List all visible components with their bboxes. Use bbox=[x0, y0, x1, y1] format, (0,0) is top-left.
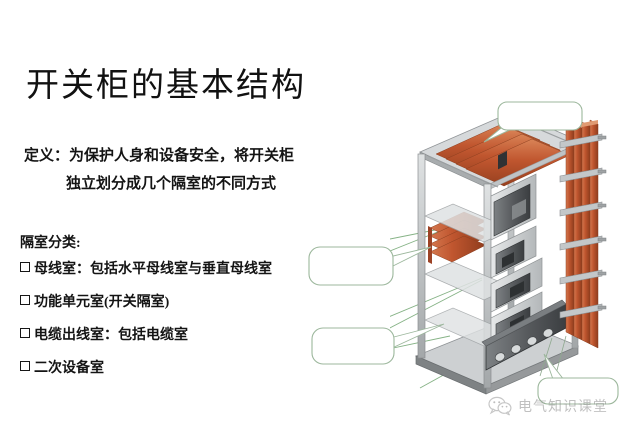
square-bullet-icon bbox=[20, 262, 30, 272]
watermark-text: 电气知识课堂 bbox=[518, 398, 608, 414]
definition-block: 定义：为保护人身和设备安全，将开关柜 独立划分成几个隔室的不同方式 bbox=[24, 142, 374, 198]
list-item-label: 功能单元室(开关隔室) bbox=[34, 295, 170, 310]
watermark: 电气知识课堂 bbox=[488, 396, 608, 416]
list-item: 电缆出线室：包括电缆室 bbox=[20, 324, 360, 344]
vertical-busbars-right bbox=[559, 119, 607, 349]
classification-list: 母线室：包括水平母线室与垂直母线室 功能单元室(开关隔室) 电缆出线室：包括电缆… bbox=[20, 258, 360, 390]
callout-middle-left[interactable] bbox=[305, 243, 435, 295]
callout-top-right[interactable] bbox=[470, 98, 590, 160]
square-bullet-icon bbox=[20, 361, 30, 371]
definition-line-1: 为保护人身和设备安全，将开关柜 bbox=[69, 148, 295, 164]
compartment-dividers bbox=[424, 203, 513, 347]
definition-label: 定义： bbox=[24, 148, 70, 164]
busbar-bracket bbox=[559, 133, 603, 319]
wechat-icon bbox=[488, 396, 512, 416]
square-bullet-icon bbox=[20, 295, 30, 305]
classification-heading: 隔室分类: bbox=[20, 236, 81, 251]
list-item-label: 母线室：包括水平母线室与垂直母线室 bbox=[34, 262, 272, 277]
switch-unit bbox=[490, 257, 543, 313]
switch-unit bbox=[490, 225, 537, 279]
list-item: 功能单元室(开关隔室) bbox=[20, 291, 360, 311]
square-bullet-icon bbox=[20, 328, 30, 338]
switchgear-diagram bbox=[390, 88, 640, 418]
callout-bottom-right[interactable] bbox=[520, 352, 630, 410]
callout-lower-left[interactable] bbox=[308, 322, 448, 374]
list-item-label: 二次设备室 bbox=[34, 361, 104, 376]
list-item-label: 电缆出线室：包括电缆室 bbox=[34, 328, 188, 343]
page-title: 开关柜的基本结构 bbox=[26, 68, 306, 104]
switch-unit bbox=[490, 150, 537, 241]
definition-line-2: 独立划分成几个隔室的不同方式 bbox=[66, 176, 277, 192]
busbar-stud bbox=[597, 135, 607, 310]
list-item: 二次设备室 bbox=[20, 357, 360, 377]
list-item: 母线室：包括水平母线室与垂直母线室 bbox=[20, 258, 360, 278]
